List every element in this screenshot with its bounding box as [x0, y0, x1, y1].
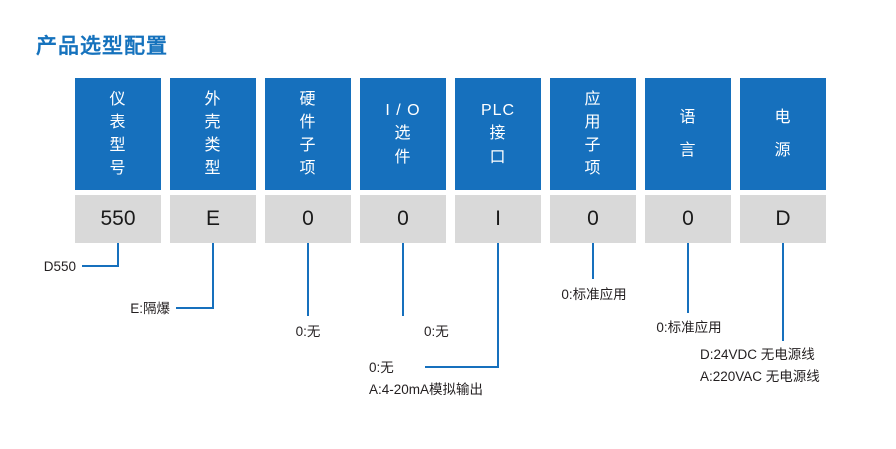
column-header-application-sub: 应 用 子 项: [550, 78, 636, 190]
annotation-model: D550: [0, 256, 76, 278]
header-line: 号: [109, 160, 127, 178]
header-line: 外: [204, 90, 222, 108]
selector-column-io-option: I / O 选 件 0: [360, 78, 446, 243]
header-line: PLC: [480, 102, 516, 120]
header-line: 壳: [204, 113, 222, 131]
leader-line-model-horizontal: [82, 265, 119, 267]
selector-column-hardware-sub: 硬 件 子 项 0: [265, 78, 351, 243]
header-line: 件: [394, 148, 412, 166]
annotation-language: 0:标准应用: [656, 317, 721, 339]
leader-line-application-sub-vertical: [592, 243, 594, 279]
column-value-plc-interface[interactable]: I: [455, 195, 541, 243]
annotation-line: E:隔爆: [130, 301, 170, 316]
header-line: 型: [109, 137, 127, 154]
annotation-line: A:220VAC 无电源线: [700, 369, 820, 385]
column-value-application-sub[interactable]: 0: [550, 195, 636, 243]
annotation-line: 0:标准应用: [656, 320, 722, 335]
header-line: 语: [679, 108, 697, 126]
product-selection-table: 仪 表 型 号 550 外 壳 类 型 E 硬 件 子 项 0 I / O 选 …: [75, 78, 826, 243]
leader-line-enclosure-vertical: [212, 243, 214, 309]
header-line: I / O: [385, 102, 421, 120]
leader-line-language-vertical: [687, 243, 689, 313]
header-line: 接: [489, 125, 507, 143]
leader-line-power-supply-vertical: [782, 243, 784, 341]
annotation-io-option: 0:无: [424, 321, 449, 343]
header-line: 硬: [299, 90, 317, 108]
leader-line-io-option-vertical: [402, 243, 404, 316]
annotation-application-sub: 0:标准应用: [561, 284, 626, 306]
column-header-hardware-sub: 硬 件 子 项: [265, 78, 351, 190]
column-value-io-option[interactable]: 0: [360, 195, 446, 243]
leader-line-plc-interface-vertical: [497, 243, 499, 368]
annotation-line: D:24VDC 无电源线: [700, 347, 815, 362]
header-line: 口: [489, 148, 507, 166]
leader-line-model-vertical: [117, 243, 119, 267]
selector-column-application-sub: 应 用 子 项 0: [550, 78, 636, 243]
annotation-enclosure: E:隔爆: [60, 298, 170, 320]
header-line: 源: [774, 141, 792, 159]
column-value-enclosure[interactable]: E: [170, 195, 256, 243]
annotation-line: 0:标准应用: [561, 287, 627, 302]
leader-line-hardware-sub-vertical: [307, 243, 309, 316]
column-header-io-option: I / O 选 件: [360, 78, 446, 190]
header-line: 型: [204, 160, 222, 178]
annotation-hardware-sub: 0:无: [296, 321, 321, 343]
header-line: 仪: [109, 90, 127, 108]
header-line: 表: [109, 113, 127, 131]
header-line: 应: [584, 90, 602, 108]
column-value-power-supply[interactable]: D: [740, 195, 826, 243]
header-line: 言: [679, 141, 697, 159]
leader-line-plc-interface-horizontal: [425, 366, 499, 368]
leader-line-enclosure-horizontal: [176, 307, 214, 309]
selector-column-language: 语 言 0: [645, 78, 731, 243]
header-line: 子: [299, 137, 317, 154]
annotation-line: 0:无: [369, 360, 394, 375]
selector-column-power-supply: 电 源 D: [740, 78, 826, 243]
column-header-enclosure: 外 壳 类 型: [170, 78, 256, 190]
annotation-line: 0:无: [295, 324, 321, 339]
column-header-model: 仪 表 型 号: [75, 78, 161, 190]
page-title: 产品选型配置: [36, 35, 168, 58]
column-value-model[interactable]: 550: [75, 195, 161, 243]
header-line: 类: [204, 137, 222, 154]
header-line: 选: [394, 125, 412, 143]
annotation-line: A:4-20mA模拟输出: [369, 382, 484, 398]
header-line: 用: [584, 113, 602, 131]
header-line: 件: [299, 113, 317, 131]
header-line: 子: [584, 137, 602, 154]
column-value-hardware-sub[interactable]: 0: [265, 195, 351, 243]
annotation-line: 0:无: [424, 324, 449, 339]
selector-column-plc-interface: PLC 接 口 I: [455, 78, 541, 243]
selector-column-enclosure: 外 壳 类 型 E: [170, 78, 256, 243]
header-line: 项: [299, 160, 317, 178]
column-header-language: 语 言: [645, 78, 731, 190]
header-line: 项: [584, 160, 602, 178]
column-header-power-supply: 电 源: [740, 78, 826, 190]
column-header-plc-interface: PLC 接 口: [455, 78, 541, 190]
header-line: 电: [774, 108, 792, 126]
annotation-plc-interface: 0:无 A:4-20mA模拟输出: [369, 357, 483, 402]
annotation-line: D550: [43, 259, 76, 274]
selector-column-model: 仪 表 型 号 550: [75, 78, 161, 243]
annotation-power-supply: D:24VDC 无电源线 A:220VAC 无电源线: [700, 344, 820, 389]
column-value-language[interactable]: 0: [645, 195, 731, 243]
